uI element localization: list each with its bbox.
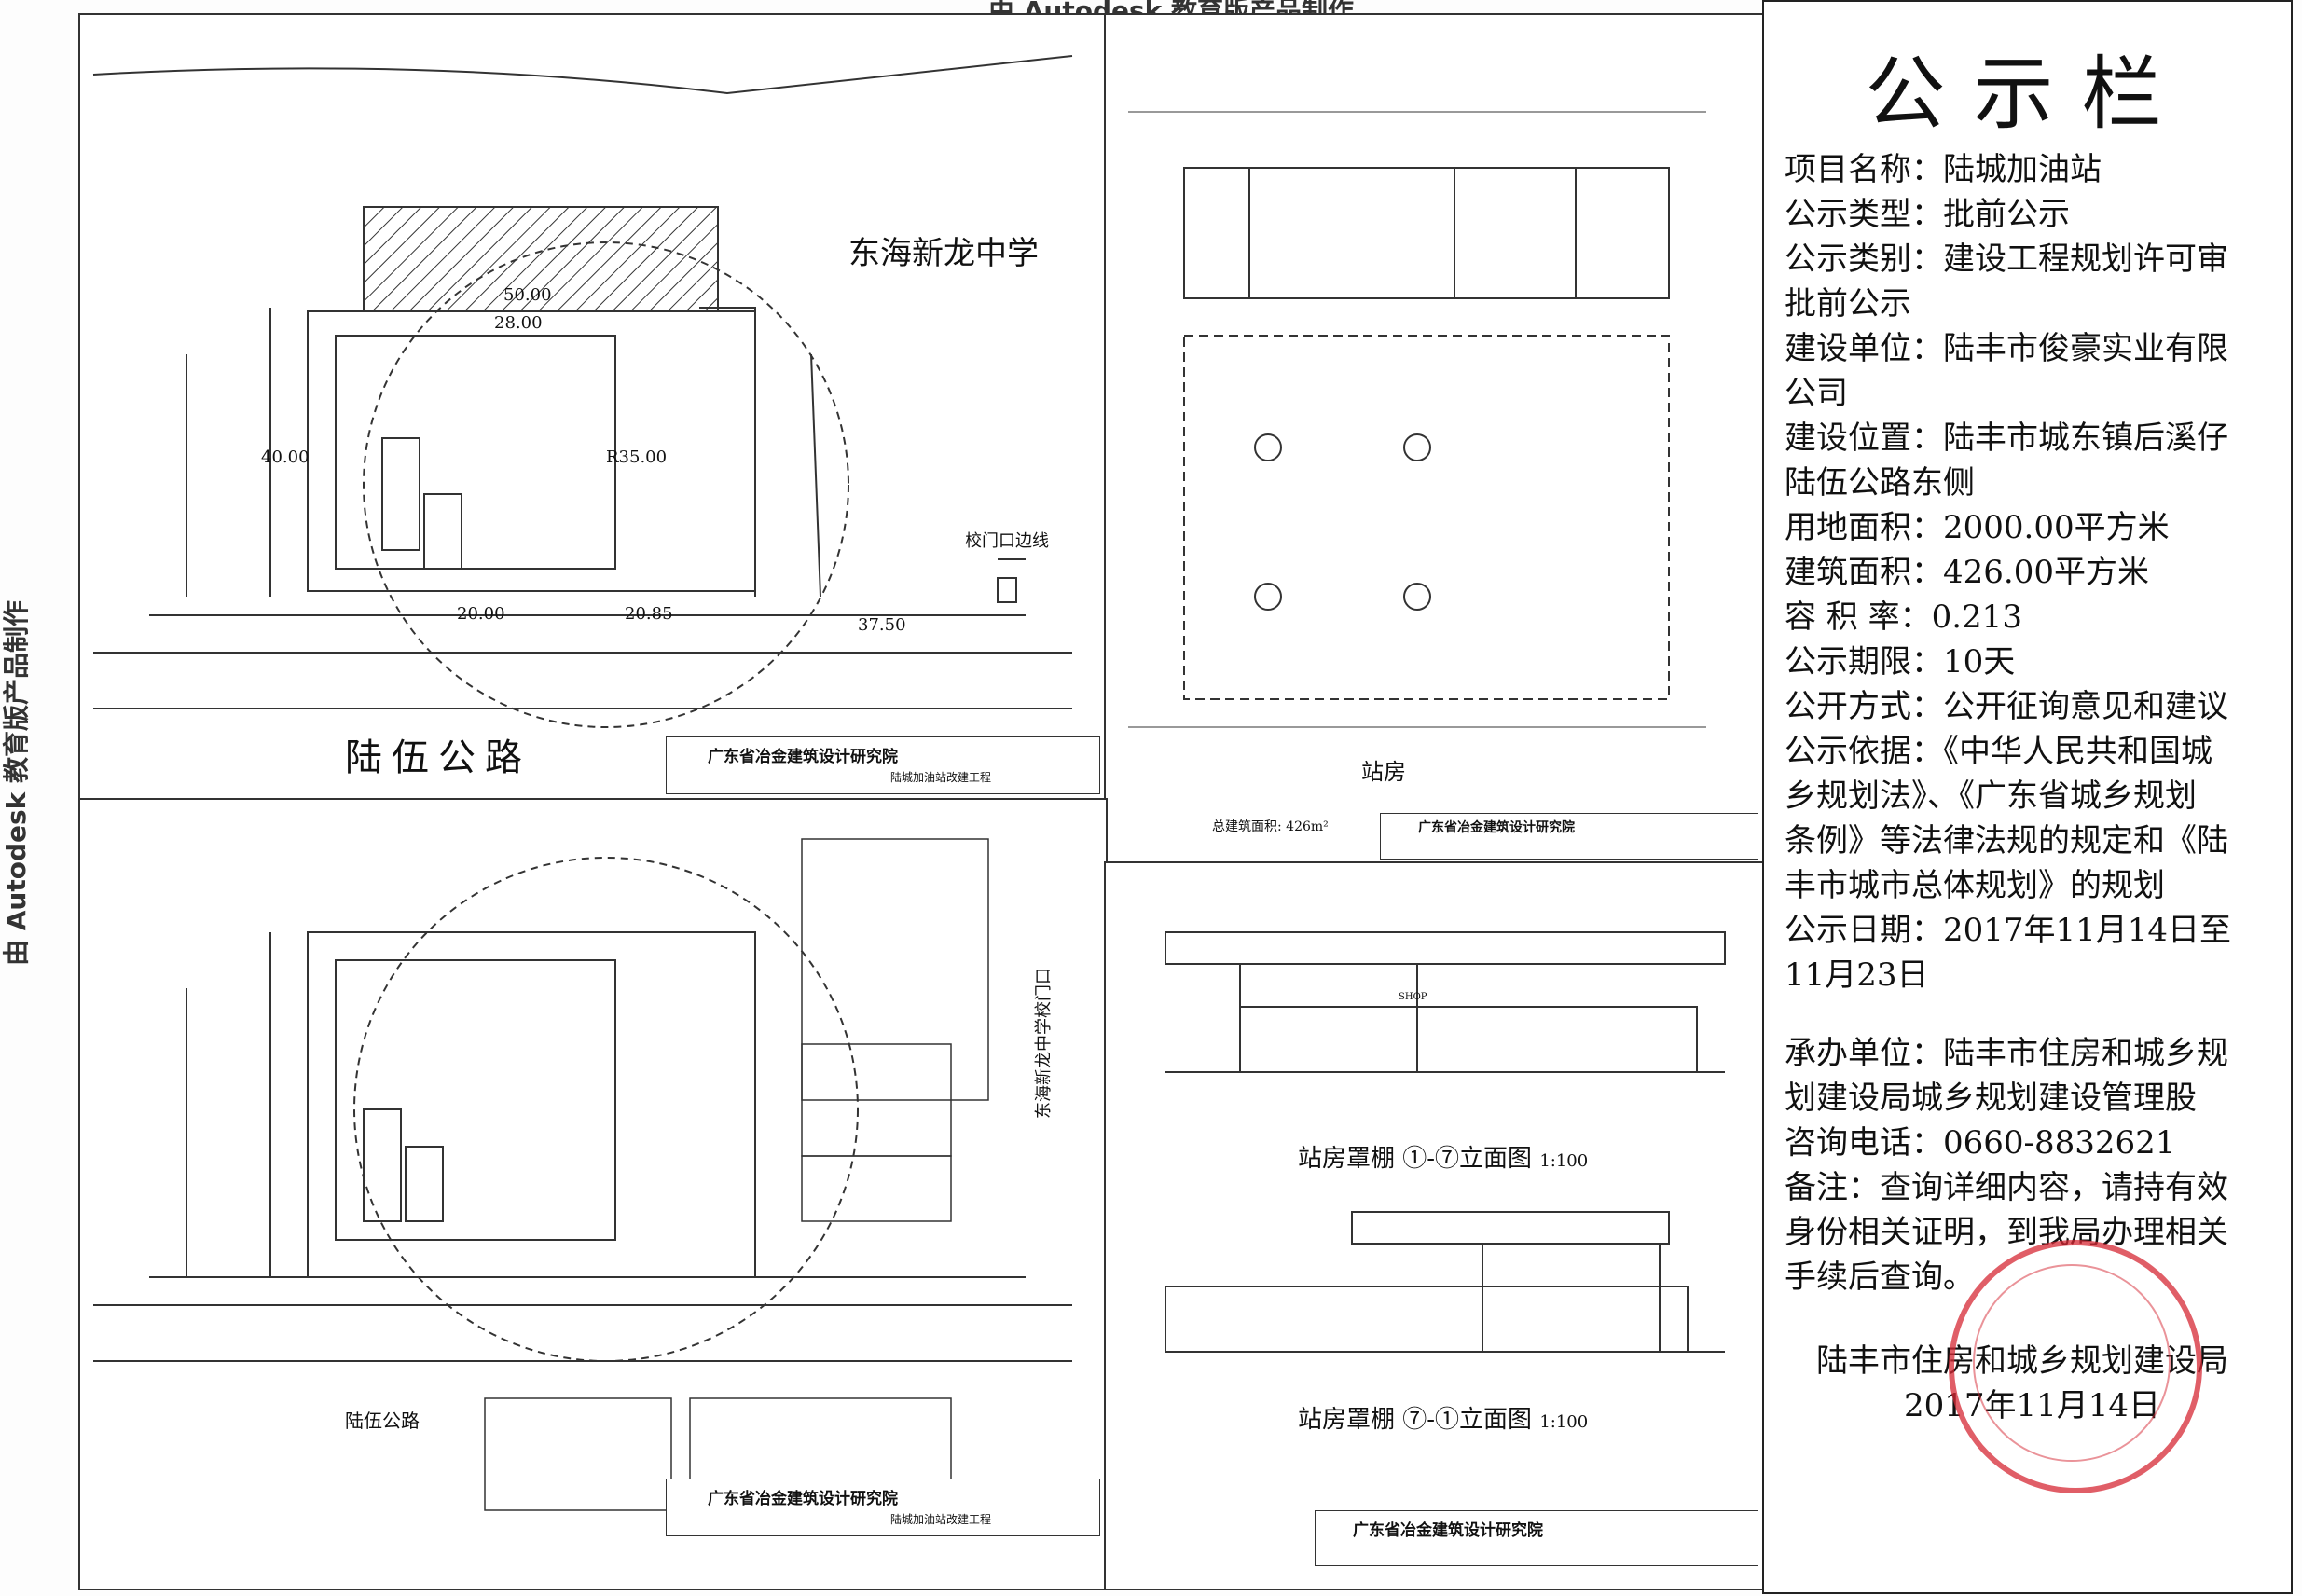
notice-line: 项目名称：陆城加油站 [1785,151,2102,188]
front-elevation-caption: 站房罩棚 ①-⑦立面图 1:100 [1298,1139,1588,1174]
front-elevation-title: 站房罩棚 ①-⑦立面图 [1298,1145,1533,1173]
notice-line: 公示依据：《中华人民共和国城 [1785,733,2212,770]
contact-line: 承办单位：陆丰市住房和城乡规 [1785,1035,2228,1072]
back-elevation-title: 站房罩棚 ⑦-①立面图 [1298,1406,1533,1434]
notice-line: 公开方式：公开征询意见和建议 [1785,688,2228,725]
notice-line: 11月23日 [1785,956,1929,994]
contact-line: 手续后查询。 [1785,1259,1975,1296]
dim-3: 20.00 [457,604,505,624]
dim-1: 50.00 [503,285,552,305]
back-elevation-scale: 1:100 [1539,1412,1589,1432]
title-block-floor-plan: 广东省冶金建筑设计研究院 [1380,813,1758,860]
dim-4: 20.85 [625,604,673,624]
site-plan-panel [78,13,1108,802]
school-label: 东海新龙中学 [848,235,1039,272]
back-elevation-caption: 站房罩棚 ⑦-①立面图 1:100 [1298,1400,1588,1435]
notice-line: 批前公示 [1785,285,1911,323]
contact-line: 咨询电话：0660-8832621 [1785,1124,2176,1162]
contact-line: 身份相关证明，到我局办理相关 [1785,1214,2228,1251]
notice-line: 陆伍公路东侧 [1785,464,1975,502]
official-seal-icon [1949,1240,2202,1493]
notice-line: 公示期限：10天 [1785,643,2016,681]
front-elevation-scale: 1:100 [1539,1151,1589,1171]
institute-name: 广东省冶金建筑设计研究院 [1353,1521,1543,1540]
title-block-site-plan: 广东省冶金建筑设计研究院 陆城加油站改建工程 [666,736,1100,794]
title-block-site-plan-2: 广东省冶金建筑设计研究院 陆城加油站改建工程 [666,1479,1100,1536]
seal-inner-ring [1973,1264,2171,1462]
notice-line: 公司 [1785,375,1848,412]
contact-line: 划建设局城乡规划建设管理股 [1785,1080,2197,1117]
notice-line: 用地面积：2000.00平方米 [1785,509,2170,546]
floor-area-text: 总建筑面积: 426m² [1212,819,1329,834]
site-plan-2-panel [78,798,1108,1590]
gate-line-label: 校门口边线 [965,531,1049,551]
notice-title: 公示栏 [1865,48,2190,141]
contact-line: 备注：查询详细内容，请持有效 [1785,1169,2228,1206]
notice-line: 乡规划法》、《广东省城乡规划 [1785,777,2197,815]
institute-name: 广东省冶金建筑设计研究院 [708,748,898,766]
notice-line: 建设单位：陆丰市俊豪实业有限 [1785,330,2228,367]
elevation-panel [1104,861,1766,1590]
institute-name: 广东省冶金建筑设计研究院 [708,1490,898,1508]
project-name: 陆城加油站改建工程 [890,1513,992,1526]
notice-line: 建筑面积：426.00平方米 [1785,554,2149,591]
station-label: 站房 [1361,759,1406,785]
notice-line: 公示类型：批前公示 [1785,196,2070,233]
dim-6: 40.00 [261,447,310,467]
notice-line: 丰市城市总体规划》的规划 [1785,867,2165,904]
notice-line: 公示类别：建设工程规划许可审 [1785,241,2228,278]
shop-sign: SHOP [1399,992,1427,1002]
road-label-2: 陆伍公路 [345,1410,420,1432]
dim-7: R35.00 [606,447,668,467]
notice-line: 公示日期：2017年11月14日至 [1785,912,2232,949]
institute-name: 广东省冶金建筑设计研究院 [1418,820,1575,835]
dim-2: 28.00 [494,313,543,333]
notice-line: 建设位置：陆丰市城东镇后溪仔 [1785,420,2228,457]
dim-5: 37.50 [858,615,906,635]
title-block-elevation: 广东省冶金建筑设计研究院 [1315,1510,1758,1566]
road-label: 陆伍公路 [345,736,531,779]
notice-board: 公示栏 项目名称：陆城加油站 公示类型：批前公示 公示类别：建设工程规划许可审 … [1762,0,2293,1594]
notice-line: 容 积 率：0.213 [1785,598,2022,636]
school-gate-label: 东海新龙中学校门口 [1034,968,1054,1119]
notice-line: 条例》等法律法规的规定和《陆 [1785,822,2228,860]
project-name: 陆城加油站改建工程 [890,771,992,784]
